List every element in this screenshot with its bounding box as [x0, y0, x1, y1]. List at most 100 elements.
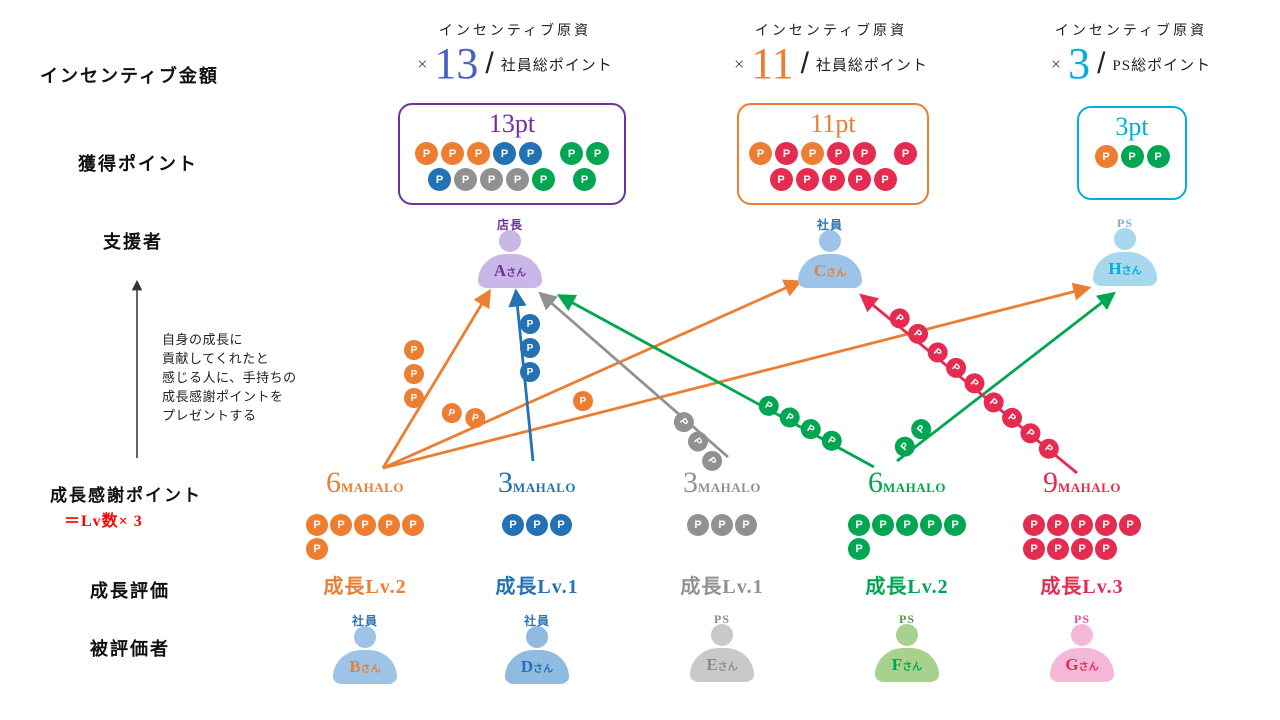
point-dot-red: P [894, 142, 917, 165]
point-row: P [848, 538, 966, 560]
label-evaluated: 被評価者 [90, 639, 170, 659]
person-head-icon [819, 230, 841, 252]
gift-note-line: 自身の成長に [162, 332, 244, 347]
person-initial: F [891, 655, 903, 674]
person-suffix: さん [360, 663, 381, 675]
point-dot-orange: P [463, 406, 488, 430]
gift-note-line: 貢献してくれたと [162, 351, 270, 366]
point-dot-green: P [872, 514, 894, 536]
formula-denominator: 社員総ポイント [500, 57, 613, 74]
point-dot-orange: P [467, 142, 490, 165]
point-dot-red: P [1023, 538, 1045, 560]
person-role: PS [898, 612, 915, 626]
mahalo-unit: MAHALO [1058, 480, 1121, 495]
person-head-icon [526, 626, 548, 648]
point-dot-red: P [903, 319, 933, 348]
point-dot-orange: P [354, 514, 376, 536]
point-dot-red: P [1023, 514, 1045, 536]
formula-multiplier: 11 [751, 39, 794, 88]
multiply-sign: × [1050, 53, 1062, 74]
point-dot-orange: P [441, 142, 464, 165]
point-dot-blue: P [428, 168, 451, 191]
point-dot-red: P [873, 168, 897, 191]
point-dot-orange: P [801, 142, 824, 165]
point-dot-blue: P [519, 142, 542, 165]
person-role: 社員 [523, 614, 550, 628]
point-dot-green: P [1120, 145, 1144, 168]
point-dot-red: P [847, 168, 871, 191]
point-dot-green: P [920, 514, 942, 536]
mahalo-count-f: 6MAHALO [837, 468, 977, 498]
divide-slash: / [1097, 47, 1106, 80]
gift-note-line: 成長感謝ポイントを [162, 389, 284, 404]
multiply-sign: × [734, 53, 745, 74]
label-gratitude-points: 成長感謝ポイント [50, 486, 202, 505]
points-total-a: 13pt [488, 109, 536, 138]
formula-denominator: 社員総ポイント [815, 57, 928, 74]
point-dot-orange: P [404, 364, 424, 384]
dot-gap [879, 142, 891, 165]
point-dot-orange: P [402, 514, 424, 536]
point-dot-orange: P [306, 538, 328, 560]
point-dot-orange: P [404, 388, 424, 408]
point-dot-gray: P [454, 168, 477, 191]
point-dot-blue: P [493, 142, 516, 165]
point-dot-orange: P [1094, 145, 1118, 168]
point-dot-gray: P [480, 168, 503, 191]
label-supporter: 支援者 [103, 232, 163, 252]
mahalo-unit: MAHALO [513, 480, 576, 495]
person-initial: G [1065, 655, 1079, 674]
person-role: 店長 [496, 218, 523, 232]
point-dot-green: P [896, 514, 918, 536]
person-suffix: さん [533, 663, 554, 675]
multiply-sign: × [417, 53, 428, 74]
growth-level-g: 成長Lv.3 [1040, 576, 1124, 598]
mahalo-number: 3 [498, 466, 514, 499]
person-head-icon [1071, 624, 1093, 646]
point-dot-red: P [1071, 538, 1093, 560]
point-dot-red: P [769, 168, 793, 191]
points-total-h: 3pt [1115, 112, 1149, 141]
person-role: 社員 [816, 218, 843, 232]
arrow-b-to-c [382, 279, 803, 470]
person-initial: A [493, 261, 507, 280]
point-dot-orange: P [415, 142, 438, 165]
incentive-formula-1: インセンティブ原資 × 13 / 社員総ポイント [392, 20, 638, 86]
label-gratitude-formula: ＝Lv数× 3 [64, 513, 143, 530]
mahalo-count-g: 9MAHALO [1012, 468, 1152, 498]
point-dot-orange: P [749, 142, 772, 165]
person-suffix: さん [506, 267, 527, 279]
person-head-icon [354, 626, 376, 648]
point-dot-green: P [532, 168, 555, 191]
person-head-icon [711, 624, 733, 646]
divide-slash: / [800, 47, 809, 80]
point-dot-red: P [1119, 514, 1141, 536]
point-dot-green: P [848, 538, 870, 560]
formula-fund-label: インセンティブ原資 [438, 24, 592, 39]
point-dot-red: P [1071, 514, 1093, 536]
mahalo-count-d: 3MAHALO [467, 468, 607, 498]
point-dot-red: P [1095, 514, 1117, 536]
point-dot-green: P [560, 142, 583, 165]
point-dot-orange: P [378, 514, 400, 536]
point-dot-red: P [1095, 538, 1117, 560]
